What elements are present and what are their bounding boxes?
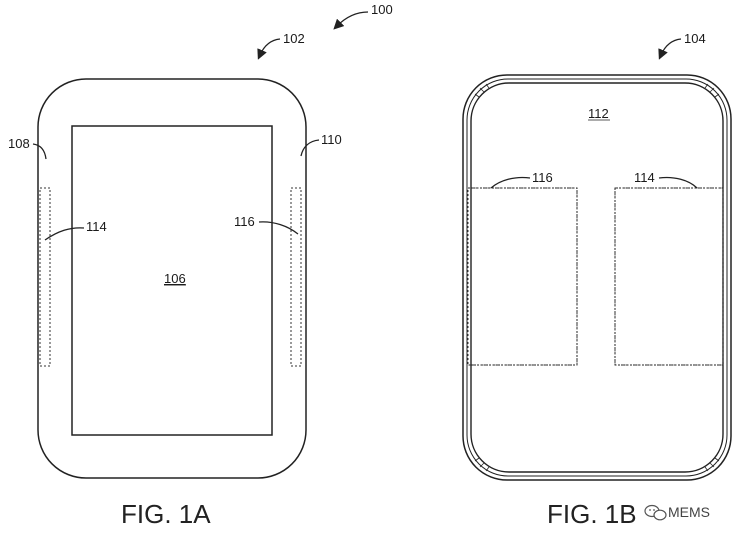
ref-116-label: 116 [234,214,255,229]
fig-1b-caption: FIG. 1B [547,499,637,529]
ref-116b-leader [490,176,531,189]
watermark: MEMS [644,504,710,521]
ref-102-label: 102 [283,31,305,46]
ref-108-leader [32,143,47,160]
left-edge-sensor-114 [39,187,51,367]
ref-114-leader [44,227,85,241]
ref-116-leader [258,221,299,235]
ref-116b-label: 116 [532,170,553,185]
ref-106-label: 106 [164,271,186,286]
ref-108-label: 108 [8,136,30,151]
fig-1a: 102 106 108 110 114 116 FIG. 1A [8,31,342,529]
display-106 [71,125,273,436]
watermark-text: MEMS [668,504,710,520]
device-104-bezel [466,78,728,477]
ref-104-arrow [658,38,682,60]
ref-104-label: 104 [684,31,706,46]
right-edge-sensor-116 [290,187,302,367]
ref-100-label: 100 [371,2,393,17]
ref-102-arrow [257,38,281,60]
ref-110-label: 110 [321,132,342,147]
fig-1a-caption: FIG. 1A [121,499,211,529]
wechat-icon [644,504,667,521]
device-104-outer-shell [462,74,732,481]
back-sensor-114-outline [614,187,723,366]
ref-112-label: 112 [588,106,609,121]
back-sensor-116-outline [468,187,578,366]
ref-110-leader [300,139,320,157]
ref-100-arrow [333,11,369,30]
ref-114b-label: 114 [634,170,655,185]
fig-1b: 104 112 116 114 FIG. 1B [462,31,732,529]
corner-hatch-marks [474,83,720,472]
ref-114b-leader [658,176,698,189]
ref-100: 100 [333,2,393,30]
ref-114-label: 114 [86,219,107,234]
